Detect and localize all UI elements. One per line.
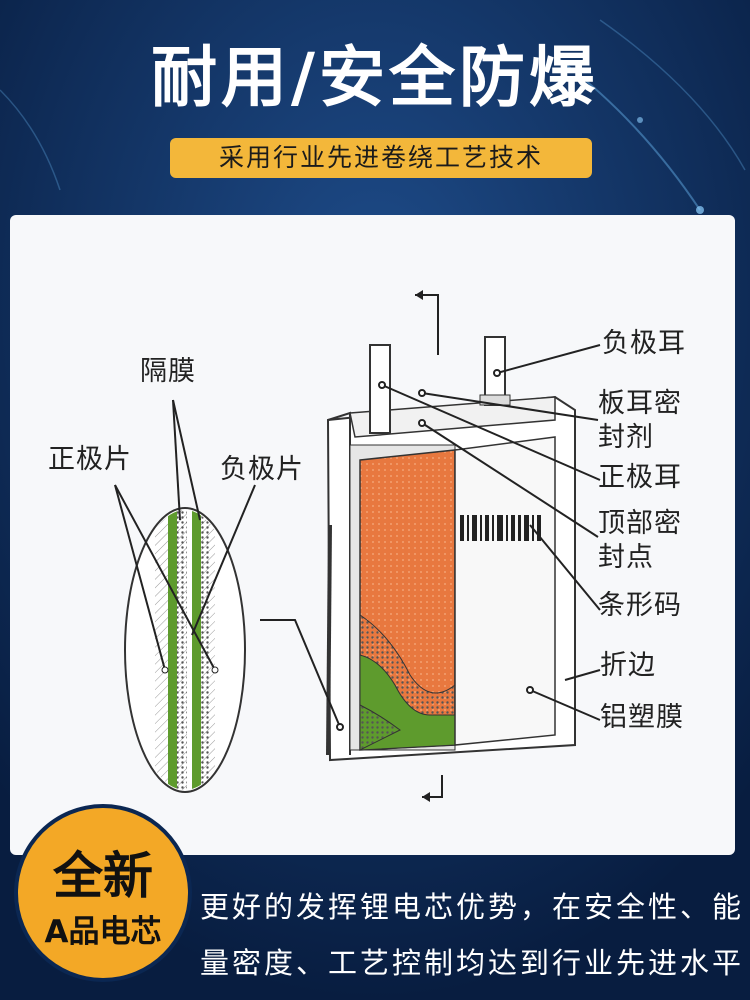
description-line-2: 量密度、工艺控制均达到行业先进水平 <box>200 946 745 980</box>
positive-tab-graphic <box>369 344 391 434</box>
subtitle-banner: 采用行业先进卷绕工艺技术 <box>170 138 592 178</box>
battery-structure-diagram <box>114 290 601 802</box>
label-tab-sealant: 板耳密 封剂 <box>598 388 682 453</box>
label-separator: 隔膜 <box>140 356 196 387</box>
description-line-1: 更好的发挥锂电芯优势，在安全性、能 <box>200 890 745 924</box>
badge-sub-text: A品电芯 <box>44 914 162 950</box>
cross-section-detail <box>114 399 256 793</box>
battery-cell <box>326 290 576 802</box>
badge-main-text: 全新 <box>53 847 153 905</box>
label-top-seal-point: 顶部密 封点 <box>598 508 682 573</box>
label-aluminum-film: 铝塑膜 <box>600 702 684 733</box>
label-negative-sheet: 负极片 <box>220 454 304 485</box>
battery-diagram-card: 隔膜 正极片 负极片 负极耳 板耳密 封剂 正极耳 顶部密 封点 条形码 折边 … <box>10 215 735 855</box>
label-folded-edge: 折边 <box>600 650 656 681</box>
barcode-graphic <box>460 515 541 541</box>
page-title: 耐用/安全防爆 <box>150 39 600 116</box>
label-positive-tab: 正极耳 <box>598 462 682 493</box>
new-grade-badge: 全新 A品电芯 <box>18 808 188 978</box>
callout-lines <box>260 344 601 731</box>
label-positive-sheet: 正极片 <box>48 444 132 475</box>
label-barcode: 条形码 <box>598 590 682 621</box>
label-negative-tab: 负极耳 <box>602 328 686 359</box>
